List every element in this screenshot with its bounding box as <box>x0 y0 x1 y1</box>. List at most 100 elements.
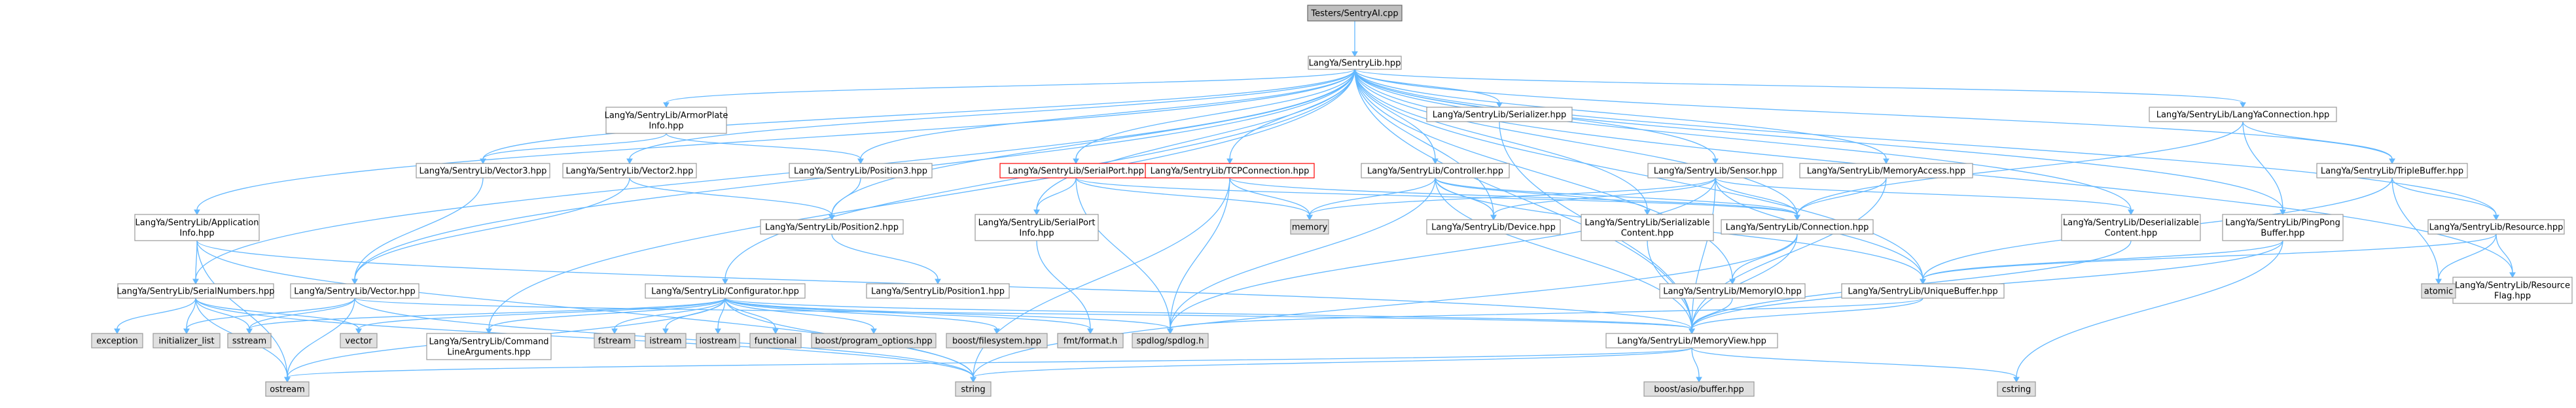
edge-memoryaccess-to-connection <box>1794 177 1887 221</box>
node-label: LangYa/SentryLib/Deserializable <box>2063 218 2199 228</box>
node-label: Info.hpp <box>1019 229 1054 239</box>
node-iostream[interactable]: iostream <box>696 333 740 348</box>
edge-configurator-to-sstream <box>246 298 726 335</box>
node-label: LangYa/SentryLib/TCPConnection.hpp <box>1151 167 1310 177</box>
node-resource[interactable]: LangYa/SentryLib/Resource.hpp <box>2427 219 2565 235</box>
edge-resource-to-uniquebuffer <box>1920 233 2497 285</box>
edge-langyaconnection-to-triplebuffer <box>2242 121 2395 165</box>
node-atomic[interactable]: atomic <box>2421 283 2456 299</box>
node-device[interactable]: LangYa/SentryLib/Device.hpp <box>1426 219 1561 235</box>
node-uniquebuffer[interactable]: LangYa/SentryLib/UniqueBuffer.hpp <box>1841 283 2005 299</box>
node-label: LangYa/SentryLib/ArmorPlate <box>605 111 728 121</box>
node-label: LangYa/SentryLib/SerialPort <box>978 218 1096 228</box>
node-boostasio[interactable]: boost/asio/buffer.hpp <box>1643 381 1755 397</box>
edge-langyaconnection-to-pingpong <box>2242 121 2286 216</box>
node-sensor[interactable]: LangYa/SentryLib/Sensor.hpp <box>1647 163 1783 178</box>
node-boostpo[interactable]: boost/program_options.hpp <box>811 333 937 348</box>
edge-sensor-to-device <box>1490 177 1716 221</box>
edge-controller-to-connection <box>1435 177 1800 221</box>
node-serialnumbers[interactable]: LangYa/SentryLib/SerialNumbers.hpp <box>117 283 275 299</box>
edge-sensor-to-memory <box>1306 177 1716 221</box>
node-ostream[interactable]: ostream <box>265 381 310 397</box>
edge-vector-to-memoryview <box>354 298 1695 335</box>
node-label: atomic <box>2424 287 2453 297</box>
edge-sentrylib-to-connection <box>1354 69 1800 221</box>
edge-vector2-to-vector <box>351 177 630 285</box>
edge-connection-to-string <box>970 233 1798 383</box>
edge-sentrylib-to-serialport <box>1073 69 1355 165</box>
node-memoryio[interactable]: LangYa/SentryLib/MemoryIO.hpp <box>1659 283 1806 299</box>
node-fstream[interactable]: fstream <box>594 333 635 348</box>
edge-controller-to-spdlog <box>1167 177 1436 335</box>
node-label: LangYa/SentryLib/Position2.hpp <box>765 223 899 233</box>
edge-sentrylib-to-deserializable <box>1354 69 2134 216</box>
node-label: functional <box>755 337 797 347</box>
node-label: Info.hpp <box>649 122 683 131</box>
node-label: LangYa/SentryLib/Vector2.hpp <box>566 167 694 177</box>
edge-configurator-to-spdlog <box>724 298 1173 335</box>
edge-position2-to-position1 <box>831 233 941 285</box>
node-label: fstream <box>598 337 631 347</box>
node-vector2[interactable]: LangYa/SentryLib/Vector2.hpp <box>562 163 697 178</box>
node-label: Buffer.hpp <box>2261 229 2304 239</box>
node-cmdline[interactable]: LangYa/SentryLib/CommandLineArguments.hp… <box>426 333 552 360</box>
edge-resource-to-resourceflag <box>2496 233 2516 279</box>
node-serialport[interactable]: LangYa/SentryLib/SerialPort.hpp <box>999 163 1153 178</box>
node-sentrylib[interactable]: LangYa/SentryLib.hpp <box>1308 56 1402 70</box>
node-langyaconnection[interactable]: LangYa/SentryLib/LangYaConnection.hpp <box>2149 107 2337 122</box>
node-memoryaccess[interactable]: LangYa/SentryLib/MemoryAccess.hpp <box>1799 163 1973 178</box>
node-layer: Testers/SentryAI.cppLangYa/SentryLib.hpp… <box>91 5 2573 397</box>
edge-serialnumbers-to-initlist <box>183 298 196 335</box>
node-cstring[interactable]: cstring <box>1997 381 2036 397</box>
node-label: string <box>961 385 985 395</box>
node-exception[interactable]: exception <box>91 333 143 348</box>
edge-armorplate-to-position3 <box>666 133 864 165</box>
node-initlist[interactable]: initializer_list <box>152 333 221 348</box>
node-label: LangYa/SentryLib.hpp <box>1309 59 1401 69</box>
node-tester[interactable]: Testers/SentryAI.cpp <box>1307 5 1403 22</box>
node-functional[interactable]: functional <box>749 333 802 348</box>
node-label: LangYa/SentryLib/LangYaConnection.hpp <box>2156 110 2330 120</box>
node-label: Flag.hpp <box>2494 292 2531 301</box>
node-vector3[interactable]: LangYa/SentryLib/Vector3.hpp <box>416 163 550 178</box>
node-vector[interactable]: LangYa/SentryLib/Vector.hpp <box>290 283 420 299</box>
node-label: LangYa/SentryLib/SerialPort.hpp <box>1008 167 1144 177</box>
node-sstream[interactable]: sstream <box>227 333 272 348</box>
node-istream[interactable]: istream <box>645 333 687 348</box>
edge-armorplate-to-vector3 <box>480 133 667 165</box>
node-memory[interactable]: memory <box>1290 219 1329 235</box>
node-label: Info.hpp <box>179 229 214 239</box>
node-fmt[interactable]: fmt/format.h <box>1057 333 1124 348</box>
node-triplebuffer[interactable]: LangYa/SentryLib/TripleBuffer.hpp <box>2316 163 2468 178</box>
node-vectorstd[interactable]: vector <box>340 333 378 348</box>
node-position2[interactable]: LangYa/SentryLib/Position2.hpp <box>760 219 904 235</box>
edge-vector-to-initlist <box>183 298 355 335</box>
node-serializer[interactable]: LangYa/SentryLib/Serializer.hpp <box>1426 107 1573 122</box>
node-memoryview[interactable]: LangYa/SentryLib/MemoryView.hpp <box>1605 333 1778 348</box>
node-boostfs[interactable]: boost/filesystem.hpp <box>946 333 1048 348</box>
node-label: LangYa/SentryLib/MemoryAccess.hpp <box>1807 167 1966 177</box>
node-connection[interactable]: LangYa/SentryLib/Connection.hpp <box>1721 219 1874 235</box>
edge-triplebuffer-to-resource <box>2391 177 2499 221</box>
node-label: initializer_list <box>158 337 214 347</box>
node-position3[interactable]: LangYa/SentryLib/Position3.hpp <box>789 163 933 178</box>
edge-sentrylib-to-armorplate <box>663 69 1355 109</box>
node-spdlog[interactable]: spdlog/spdlog.h <box>1132 333 1209 348</box>
node-string[interactable]: string <box>955 381 992 397</box>
node-position1[interactable]: LangYa/SentryLib/Position1.hpp <box>866 283 1010 299</box>
node-tcpconnection[interactable]: LangYa/SentryLib/TCPConnection.hpp <box>1145 163 1315 178</box>
node-deserializable[interactable]: LangYa/SentryLib/DeserializableContent.h… <box>2061 214 2201 241</box>
node-controller[interactable]: LangYa/SentryLib/Controller.hpp <box>1361 163 1510 178</box>
edge-serialportinfo-to-fmt <box>1036 240 1094 335</box>
edge-configurator-to-fmt <box>724 298 1094 335</box>
node-configurator[interactable]: LangYa/SentryLib/Configurator.hpp <box>645 283 806 299</box>
node-label: Content.hpp <box>2105 229 2158 239</box>
node-label: LangYa/SentryLib/Serializer.hpp <box>1433 110 1567 120</box>
